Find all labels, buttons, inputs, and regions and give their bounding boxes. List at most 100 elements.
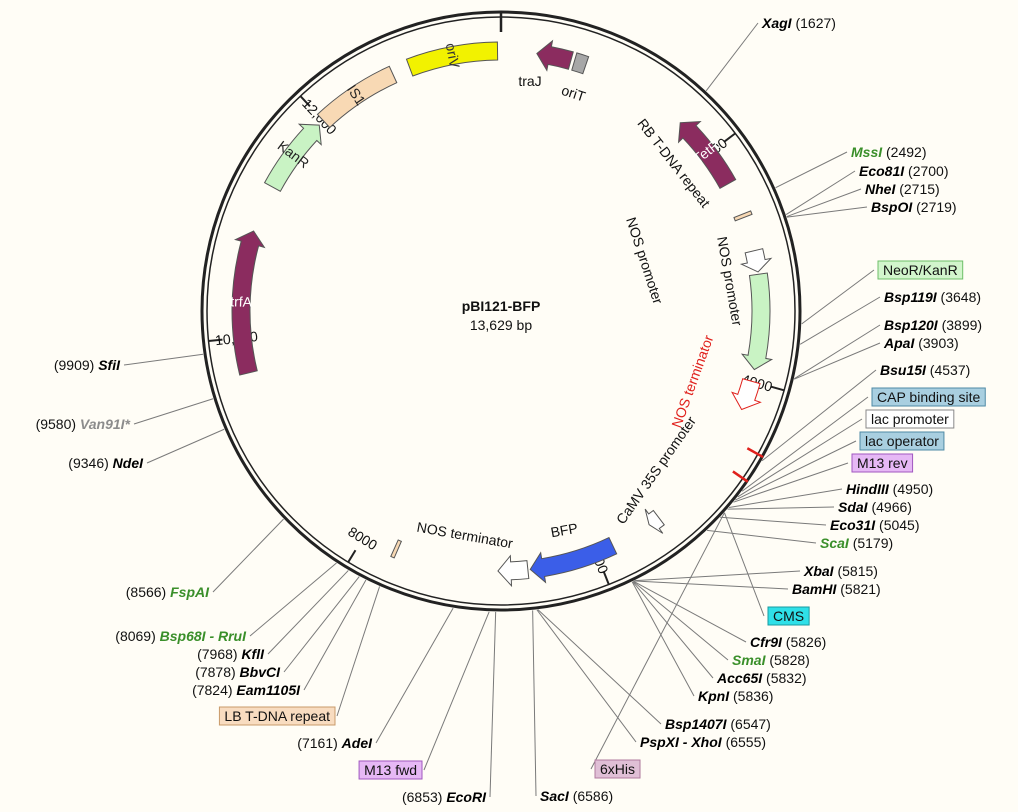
feature-tetr[interactable]	[677, 120, 737, 190]
label-text: (9346) NdeI	[68, 455, 144, 471]
right-label-xagi[interactable]: XagI (1627)	[761, 15, 836, 31]
leader-right-7	[794, 324, 881, 380]
leader-left-5	[267, 570, 349, 655]
leader-lines	[123, 22, 881, 798]
feature-nost2[interactable]	[497, 554, 530, 588]
leader-right-26	[536, 609, 637, 743]
tick-4000	[770, 385, 785, 392]
leader-right-23	[632, 581, 714, 679]
left-label-sfii[interactable]: (9909) SfiI	[54, 357, 121, 373]
label-text: Acc65I (5832)	[716, 670, 807, 686]
right-label-scai[interactable]: ScaI (5179)	[820, 535, 893, 551]
left-label-adei[interactable]: (7161) AdeI	[297, 735, 373, 751]
left-label-lb-t-dna-repeat[interactable]: LB T-DNA repeat	[218, 706, 336, 726]
label-text: Bsp1407I (6547)	[665, 716, 771, 732]
left-label-kfli[interactable]: (7968) KflI	[197, 646, 265, 662]
right-label-nhei[interactable]: NheI (2715)	[865, 181, 940, 197]
tick-6000	[602, 571, 610, 585]
feature-trfa[interactable]	[231, 230, 266, 376]
right-label-saci[interactable]: SacI (6586)	[540, 788, 613, 804]
inner-label-BFP-label: BFP	[549, 520, 579, 540]
left-label-ndei[interactable]: (9346) NdeI	[68, 455, 144, 471]
label-text: lac promoter	[871, 411, 949, 427]
feature-camv[interactable]	[644, 508, 665, 534]
leader-right-21	[633, 580, 747, 643]
right-label-eco31i[interactable]: Eco31I (5045)	[830, 517, 920, 533]
left-label-eam1105i[interactable]: (7824) Eam1105I	[192, 682, 301, 698]
right-label-bsu15i[interactable]: Bsu15I (4537)	[880, 362, 970, 378]
label-text: M13 fwd	[364, 762, 417, 778]
feature-traj[interactable]	[536, 39, 574, 72]
feature-nost-red[interactable]	[731, 378, 762, 411]
tick-8000	[347, 549, 357, 563]
left-label-m13-fwd[interactable]: M13 fwd	[358, 760, 423, 780]
right-label-mssi[interactable]: MssI (2492)	[851, 144, 926, 160]
label-text: HindIII (4950)	[846, 481, 933, 497]
feature-oriv[interactable]	[405, 41, 499, 77]
right-label-eco81i[interactable]: Eco81I (2700)	[859, 163, 949, 179]
label-text: Bsu15I (4537)	[880, 362, 970, 378]
right-label-lac-operator[interactable]: lac operator	[859, 431, 945, 451]
feature-nosp1[interactable]	[739, 248, 773, 273]
right-label-xbai[interactable]: XbaI (5815)	[803, 563, 878, 579]
leader-right-11	[737, 418, 863, 498]
right-label-pspxi-xhoi[interactable]: PspXI - XhoI (6555)	[640, 734, 766, 750]
label-text: 6xHis	[600, 761, 635, 777]
label-text: M13 rev	[857, 455, 908, 471]
left-label-ecori[interactable]: (6853) EcoRI	[402, 789, 487, 805]
left-label-van91i[interactable]: (9580) Van91I*	[36, 416, 131, 432]
right-label-apai[interactable]: ApaI (3903)	[883, 335, 959, 351]
leader-left-9	[375, 607, 454, 744]
right-label-m13-rev[interactable]: M13 rev	[851, 453, 914, 473]
right-label-hindiii[interactable]: HindIII (4950)	[846, 481, 933, 497]
label-text: PspXI - XhoI (6555)	[640, 734, 766, 750]
leader-right-3	[786, 188, 862, 218]
feature-orit[interactable]	[571, 52, 590, 75]
leader-right-13	[733, 462, 849, 503]
right-label-bsp1407i[interactable]: Bsp1407I (6547)	[665, 716, 771, 732]
right-label-acc65i[interactable]: Acc65I (5832)	[716, 670, 807, 686]
label-text: Bsp119I (3648)	[884, 289, 981, 305]
leader-left-10	[423, 611, 490, 771]
right-label-cfr9i[interactable]: Cfr9I (5826)	[750, 634, 826, 650]
leader-right-14	[728, 488, 843, 508]
right-label-cap-binding-site[interactable]: CAP binding site	[871, 387, 986, 407]
right-label-neor-kanr[interactable]: NeoR/KanR	[877, 260, 964, 280]
feature-lb[interactable]	[390, 539, 403, 559]
feature-bfp[interactable]	[529, 536, 618, 584]
leader-right-0	[705, 22, 759, 92]
right-label-sdai[interactable]: SdaI (4966)	[838, 499, 912, 515]
left-label-bbvci[interactable]: (7878) BbvCI	[195, 664, 281, 680]
feature-is1[interactable]	[316, 65, 398, 129]
red-marker-0	[746, 447, 764, 459]
right-label-bsp119i[interactable]: Bsp119I (3648)	[884, 289, 981, 305]
label-text: KpnI (5836)	[698, 688, 773, 704]
right-label-bsp120i[interactable]: Bsp120I (3899)	[884, 317, 982, 333]
leader-right-28	[532, 610, 537, 797]
plasmid-backbone	[200, 10, 802, 612]
left-label-fspai[interactable]: (8566) FspAI	[126, 584, 210, 600]
label-text: SacI (6586)	[540, 788, 613, 804]
left-label-bsp68i-rrui[interactable]: (8069) Bsp68I - RruI	[115, 628, 247, 644]
label-text: NeoR/KanR	[883, 262, 958, 278]
right-label-smai[interactable]: SmaI (5828)	[732, 652, 810, 668]
feature-rb[interactable]	[733, 210, 753, 222]
tick-12000	[299, 95, 311, 107]
leader-right-10	[741, 396, 869, 492]
right-label-6xhis[interactable]: 6xHis	[594, 759, 641, 779]
right-label-kpni[interactable]: KpnI (5836)	[698, 688, 773, 704]
right-label-cms[interactable]: CMS	[767, 606, 810, 626]
label-box	[218, 706, 336, 726]
leader-right-27	[590, 512, 725, 770]
plasmid-name: pBI121-BFP	[462, 298, 541, 314]
label-text: SdaI (4966)	[838, 499, 912, 515]
leader-right-15	[727, 506, 835, 510]
right-label-lac-promoter[interactable]: lac promoter	[865, 409, 955, 429]
label-text: (7824) Eam1105I	[192, 682, 301, 698]
leader-left-8	[336, 586, 381, 717]
feature-kanr[interactable]	[263, 123, 322, 192]
right-label-bamhi[interactable]: BamHI (5821)	[792, 581, 881, 597]
feature-neor[interactable]	[740, 272, 774, 371]
right-label-bspoi[interactable]: BspOI (2719)	[871, 199, 957, 215]
